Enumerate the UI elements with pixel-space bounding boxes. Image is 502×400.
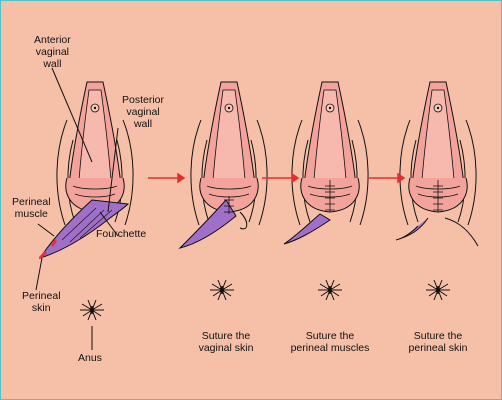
label-line: wall bbox=[43, 58, 62, 70]
label-perineal-muscle: Perineal muscle bbox=[12, 196, 51, 220]
label-line: vaginal bbox=[35, 46, 70, 58]
sutures-skin bbox=[433, 180, 443, 212]
caption-line: Suture the bbox=[305, 330, 355, 342]
label-fourchette: Fourchette bbox=[96, 228, 147, 240]
tear-flap-2 bbox=[178, 199, 237, 249]
label-anus: Anus bbox=[78, 352, 102, 364]
sutures-muscle bbox=[325, 180, 335, 212]
perineal-skin-edge bbox=[38, 239, 58, 260]
caption-step-2: Suture the perineal muscles bbox=[284, 330, 376, 354]
label-line: Perineal bbox=[12, 196, 51, 208]
label-line: Perineal bbox=[22, 290, 61, 302]
caption-step-1: Suture the vaginal skin bbox=[186, 330, 266, 354]
anus-icon-3 bbox=[317, 279, 343, 301]
tear-flap-4 bbox=[395, 217, 429, 241]
tear-flap-3 bbox=[283, 213, 331, 245]
label-posterior-vaginal-wall: Posterior vaginal wall bbox=[122, 94, 164, 130]
caption-line: vaginal skin bbox=[198, 342, 254, 354]
label-line: Posterior bbox=[122, 94, 165, 106]
label-anterior-vaginal-wall: Anterior vaginal wall bbox=[34, 34, 71, 70]
suture-thread-2 bbox=[239, 211, 248, 230]
sutures-vaginal bbox=[224, 196, 234, 214]
anus-icon-2 bbox=[209, 279, 235, 301]
leader-lines bbox=[35, 67, 119, 350]
caption-line: perineal muscles bbox=[290, 342, 370, 354]
anus-icon-1 bbox=[79, 299, 105, 321]
label-line: Anterior bbox=[34, 34, 71, 46]
caption-line: perineal skin bbox=[408, 342, 468, 354]
label-line: muscle bbox=[14, 208, 48, 220]
step-arrows bbox=[148, 172, 406, 184]
label-line: wall bbox=[133, 118, 153, 130]
label-perineal-skin: Perineal skin bbox=[22, 290, 61, 314]
anus-icon-4 bbox=[425, 279, 451, 301]
muscle-fibres bbox=[61, 207, 113, 243]
caption-step-3: Suture the perineal skin bbox=[396, 330, 480, 354]
caption-line: Suture the bbox=[413, 330, 463, 342]
label-line: vaginal bbox=[126, 106, 160, 118]
caption-line: Suture the bbox=[201, 330, 251, 342]
suture-thread-4 bbox=[444, 217, 479, 247]
label-line: skin bbox=[31, 302, 51, 314]
